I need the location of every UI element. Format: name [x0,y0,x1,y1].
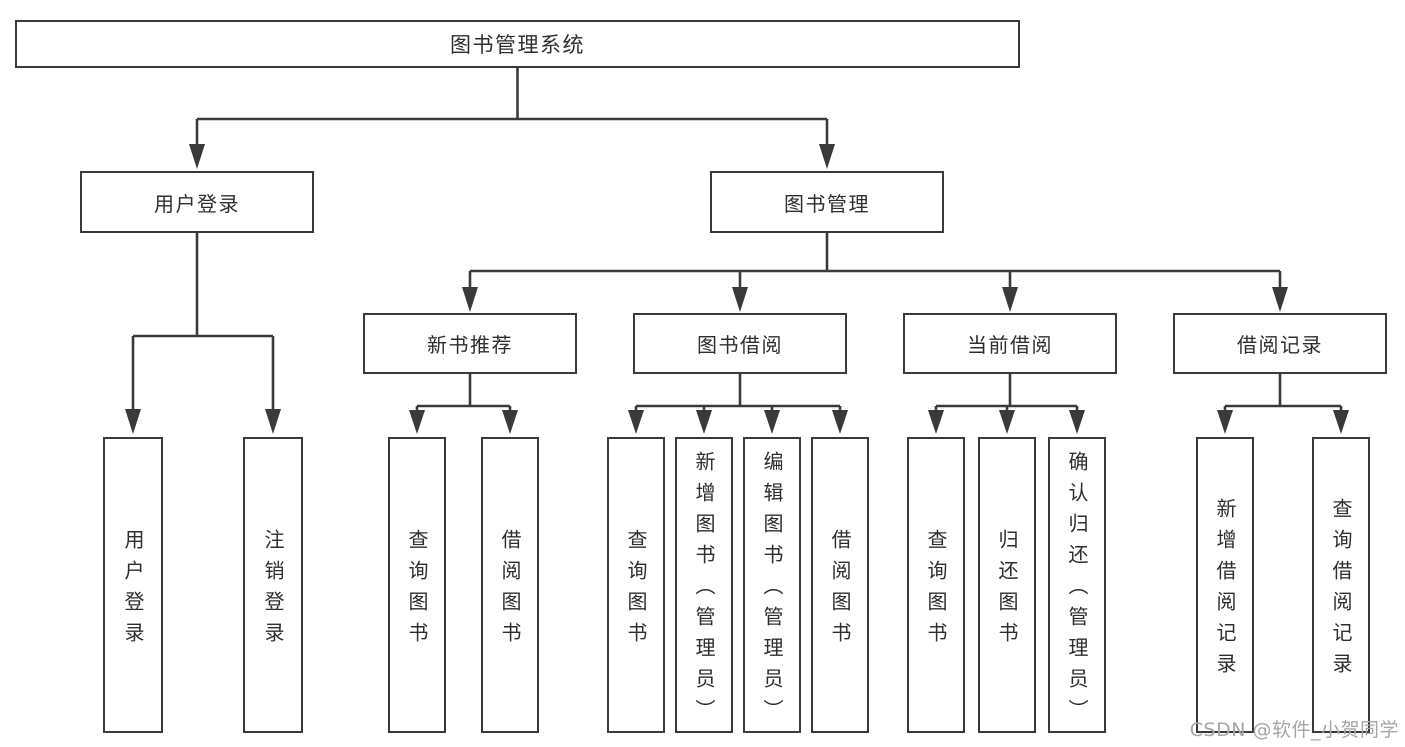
leaf-label: 编辑图书（管理员） [760,451,784,730]
node-current-borrow: 当前借阅 [903,313,1117,374]
leaf-label: 查询图书 [405,528,429,653]
node-label: 图书借阅 [697,333,783,357]
leaf-label: 查询借阅记录 [1329,497,1353,684]
node-borrow-records: 借阅记录 [1173,313,1387,374]
leaf-label: 注销登录 [261,528,285,653]
leaf-label: 借阅图书 [828,528,852,653]
leaf-borrow-books-recommend: 借阅图书 [481,437,539,733]
leaf-query-borrow-record: 查询借阅记录 [1312,437,1370,733]
leaf-label: 新增图书（管理员） [692,451,716,730]
leaf-label: 查询图书 [624,528,648,653]
node-label: 借阅记录 [1237,333,1323,357]
node-book-borrow: 图书借阅 [633,313,847,374]
leaf-query-books-borrow: 查询图书 [607,437,665,733]
leaf-add-books-admin: 新增图书（管理员） [675,437,733,733]
node-label: 新书推荐 [427,333,513,357]
node-book-management: 图书管理 [710,171,944,233]
csdn-watermark: CSDN @软件_小贺同学 [1189,719,1399,741]
leaf-label: 归还图书 [995,528,1019,653]
leaf-return-books: 归还图书 [978,437,1036,733]
leaf-label: 借阅图书 [498,528,522,653]
leaf-confirm-return-admin: 确认归还（管理员） [1048,437,1106,733]
leaf-query-books-recommend: 查询图书 [388,437,446,733]
leaf-edit-books-admin: 编辑图书（管理员） [743,437,801,733]
leaf-logout: 注销登录 [243,437,303,733]
leaf-label: 用户登录 [121,528,145,653]
leaf-user-login: 用户登录 [103,437,163,733]
leaf-borrow-books: 借阅图书 [811,437,869,733]
node-library-management-system: 图书管理系统 [15,20,1020,68]
node-user-login: 用户登录 [80,171,314,233]
leaf-label: 查询图书 [924,528,948,653]
node-new-book-recommend: 新书推荐 [363,313,577,374]
leaf-query-books-current: 查询图书 [907,437,965,733]
node-label: 当前借阅 [967,333,1053,357]
node-label: 用户登录 [154,191,240,216]
node-label: 图书管理系统 [450,33,585,57]
leaf-add-borrow-record: 新增借阅记录 [1196,437,1254,733]
leaf-label: 新增借阅记录 [1213,497,1237,684]
leaf-label: 确认归还（管理员） [1065,451,1089,730]
node-label: 图书管理 [784,191,870,216]
